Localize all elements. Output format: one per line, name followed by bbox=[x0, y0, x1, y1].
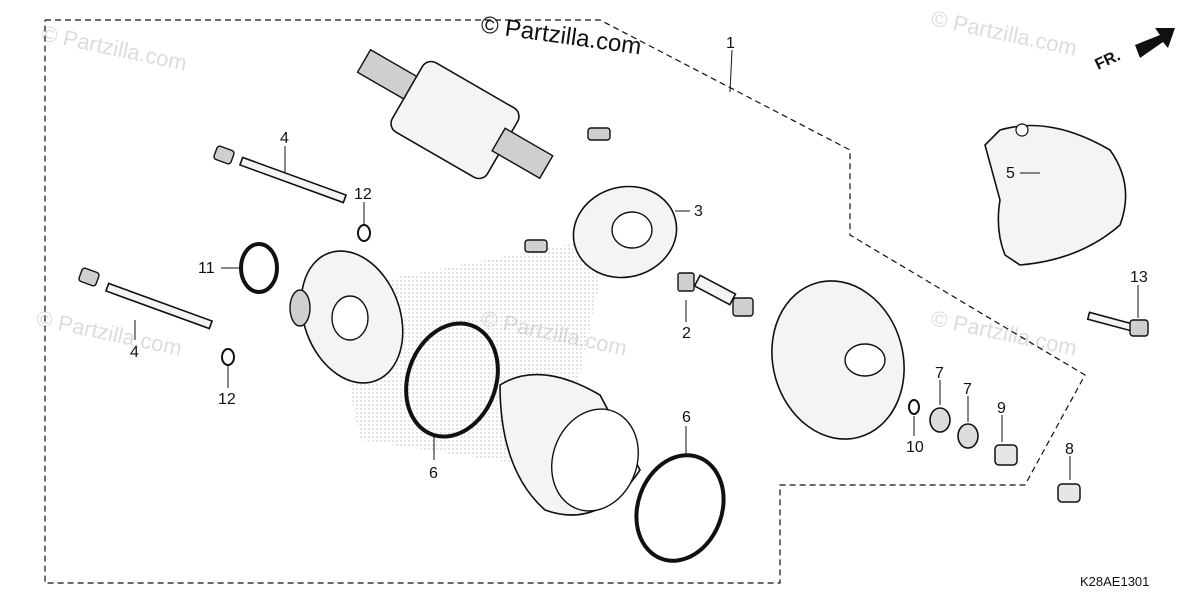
washer-small bbox=[908, 399, 920, 415]
callout-number: 12 bbox=[354, 186, 372, 203]
washer-seal bbox=[929, 407, 951, 433]
front-direction-indicator: FR. bbox=[1093, 28, 1175, 74]
o-ring-large bbox=[634, 453, 726, 563]
callout-number: 9 bbox=[997, 400, 1006, 417]
callout-number: 7 bbox=[935, 365, 944, 382]
front-cover bbox=[771, 280, 905, 440]
o-ring bbox=[239, 242, 279, 294]
long-bolt bbox=[213, 145, 348, 204]
assembly-boundary bbox=[44, 19, 1086, 584]
brand-watermark: © Partzilla.com bbox=[479, 11, 643, 60]
callout-number: 11 bbox=[198, 260, 215, 277]
rear-cover bbox=[289, 250, 404, 384]
watermark-text: © Partzilla.com bbox=[929, 305, 1079, 360]
front-direction-label: FR. bbox=[1093, 47, 1124, 73]
washer bbox=[357, 224, 371, 242]
flange-bolt bbox=[1086, 311, 1149, 337]
callout-number: 8 bbox=[1065, 441, 1074, 458]
callout-number: 6 bbox=[429, 465, 438, 482]
leader-line bbox=[729, 49, 733, 93]
callout-number: 4 bbox=[280, 130, 289, 147]
callout-number: 6 bbox=[682, 409, 691, 426]
armature bbox=[356, 48, 554, 180]
callout-number: 13 bbox=[1130, 269, 1148, 286]
yoke bbox=[499, 373, 641, 516]
callout-number: 3 bbox=[694, 203, 703, 220]
washer bbox=[221, 348, 235, 366]
starter-cover bbox=[984, 123, 1127, 266]
terminal-bolt bbox=[677, 272, 754, 317]
o-ring-large bbox=[404, 321, 500, 439]
callout-number: 7 bbox=[963, 381, 972, 398]
brush-holder bbox=[524, 127, 678, 279]
callout-number: 5 bbox=[1006, 165, 1015, 182]
watermark-text: © Partzilla.com bbox=[929, 5, 1079, 60]
callout-number: 10 bbox=[906, 439, 924, 456]
callout-number: 4 bbox=[130, 344, 139, 361]
callout-number: 1 bbox=[726, 35, 735, 52]
hex-nut bbox=[1057, 483, 1081, 503]
washer-seal bbox=[957, 423, 979, 449]
callout-number: 2 bbox=[682, 325, 691, 342]
watermark-text: © Partzilla.com bbox=[34, 305, 184, 360]
flange-nut bbox=[994, 444, 1018, 466]
callout-number: 12 bbox=[218, 391, 236, 408]
long-bolt bbox=[78, 267, 214, 330]
diagram-code: K28AE1301 bbox=[1080, 574, 1149, 589]
watermark-text: © Partzilla.com bbox=[39, 20, 189, 75]
